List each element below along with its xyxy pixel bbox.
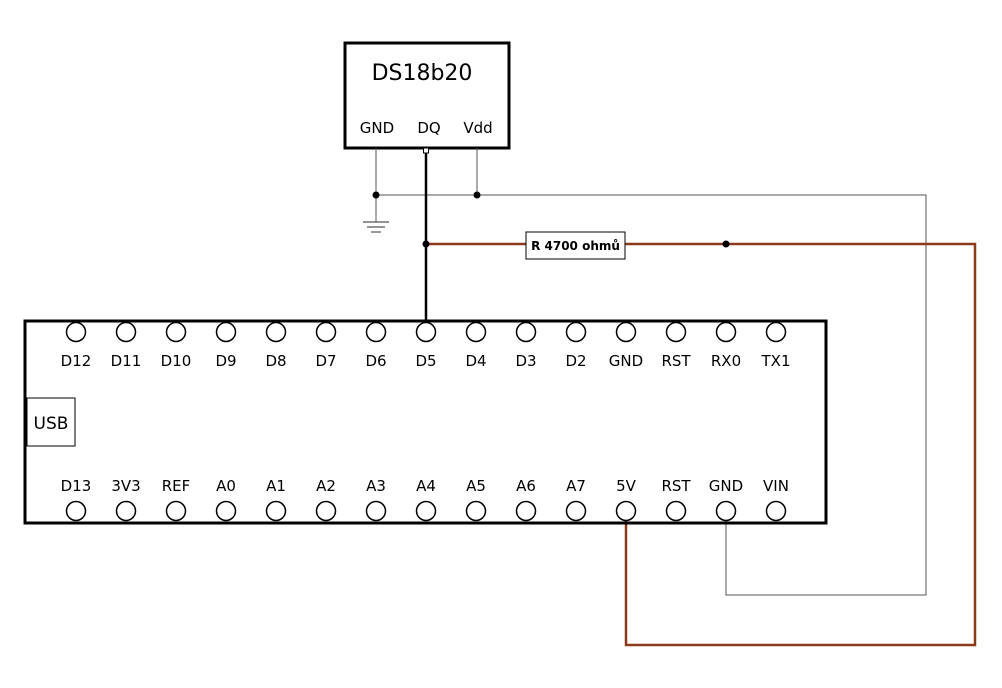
top-pin-hole-11 (615, 321, 637, 343)
bottom-pin-hole-14 (765, 500, 787, 522)
top-pin-row: D12 D11 D10 D9 D8 D7 D6 D5 D4 D3 D2 GND RST RX0 TX1 (61, 321, 791, 370)
top-pin-label-2: D10 (161, 352, 192, 370)
sensor-pin-vdd: Vdd (463, 119, 492, 137)
pullup-wire (426, 242, 977, 647)
top-pin-hole-5 (315, 321, 337, 343)
bottom-pin-hole-3 (215, 500, 237, 522)
bottom-pin-label-3: A0 (216, 477, 236, 495)
bottom-pin-hole-2 (165, 500, 187, 522)
bottom-pin-hole-7 (415, 500, 437, 522)
top-pin-label-7: D5 (415, 352, 436, 370)
bottom-pin-label-6: A3 (366, 477, 386, 495)
resistor (525, 231, 626, 260)
bottom-pin-label-0: D13 (61, 477, 92, 495)
top-pin-hole-14 (765, 321, 787, 343)
sensor-pin-gnd: GND (360, 119, 394, 137)
bottom-pin-row: D13 3V3 REF A0 A1 A2 A3 A4 A5 A6 A7 5V RST GND VIN (61, 477, 789, 522)
junction-resistor (722, 240, 730, 248)
bottom-pin-hole-4 (265, 500, 287, 522)
bottom-pin-hole-10 (565, 500, 587, 522)
bottom-pin-label-8: A5 (466, 477, 486, 495)
bottom-pin-label-5: A2 (316, 477, 336, 495)
sensor-title: DS18b20 (372, 61, 473, 86)
bottom-pin-hole-5 (315, 500, 337, 522)
sensor-box (343, 41, 511, 150)
resistor-label: R 4700 ohmů (531, 239, 620, 253)
top-pin-label-5: D7 (315, 352, 336, 370)
gnd-wire (375, 148, 927, 596)
junction-vdd (473, 191, 481, 199)
top-pin-hole-1 (115, 321, 137, 343)
bottom-pin-hole-12 (665, 500, 687, 522)
top-pin-label-1: D11 (111, 352, 142, 370)
top-pin-hole-8 (465, 321, 487, 343)
top-pin-hole-2 (165, 321, 187, 343)
top-pin-label-12: RST (661, 352, 691, 370)
top-pin-label-8: D4 (465, 352, 486, 370)
bottom-pin-hole-8 (465, 500, 487, 522)
bottom-pin-hole-1 (115, 500, 137, 522)
bottom-pin-label-2: REF (162, 477, 191, 495)
bottom-pin-label-4: A1 (266, 477, 286, 495)
top-pin-label-14: TX1 (761, 352, 791, 370)
top-pin-label-10: D2 (565, 352, 586, 370)
top-pin-hole-10 (565, 321, 587, 343)
top-pin-hole-6 (365, 321, 387, 343)
bottom-pin-hole-6 (365, 500, 387, 522)
bottom-pin-hole-11 (615, 500, 637, 522)
top-pin-hole-3 (215, 321, 237, 343)
usb-connector (26, 397, 76, 447)
junction-gnd (372, 191, 380, 199)
top-pin-label-4: D8 (265, 352, 286, 370)
bottom-pin-label-11: 5V (616, 477, 637, 495)
top-pin-hole-4 (265, 321, 287, 343)
bottom-pin-label-14: VIN (763, 477, 789, 495)
top-pin-label-9: D3 (515, 352, 536, 370)
top-pin-hole-12 (665, 321, 687, 343)
board-outline (23, 319, 828, 525)
bottom-pin-label-9: A6 (516, 477, 536, 495)
sensor-pin-dq: DQ (417, 119, 440, 137)
top-pin-hole-13 (715, 321, 737, 343)
top-pin-hole-7 (415, 321, 437, 343)
dq-pin-terminal (423, 147, 429, 154)
bottom-pin-label-1: 3V3 (111, 477, 140, 495)
top-pin-label-0: D12 (61, 352, 92, 370)
usb-label: USB (34, 414, 69, 434)
top-pin-label-11: GND (609, 352, 643, 370)
junction-dq (422, 240, 430, 248)
bottom-pin-hole-9 (515, 500, 537, 522)
bottom-pin-label-12: RST (661, 477, 691, 495)
top-pin-label-3: D9 (215, 352, 236, 370)
top-pin-hole-0 (65, 321, 87, 343)
bottom-pin-hole-0 (65, 500, 87, 522)
top-pin-label-13: RX0 (711, 352, 741, 370)
top-pin-label-6: D6 (365, 352, 386, 370)
bottom-pin-hole-13 (715, 500, 737, 522)
bottom-pin-label-10: A7 (566, 477, 586, 495)
bottom-pin-label-7: A4 (416, 477, 436, 495)
ground-symbol (363, 221, 389, 233)
top-pin-hole-9 (515, 321, 537, 343)
bottom-pin-label-13: GND (709, 477, 743, 495)
